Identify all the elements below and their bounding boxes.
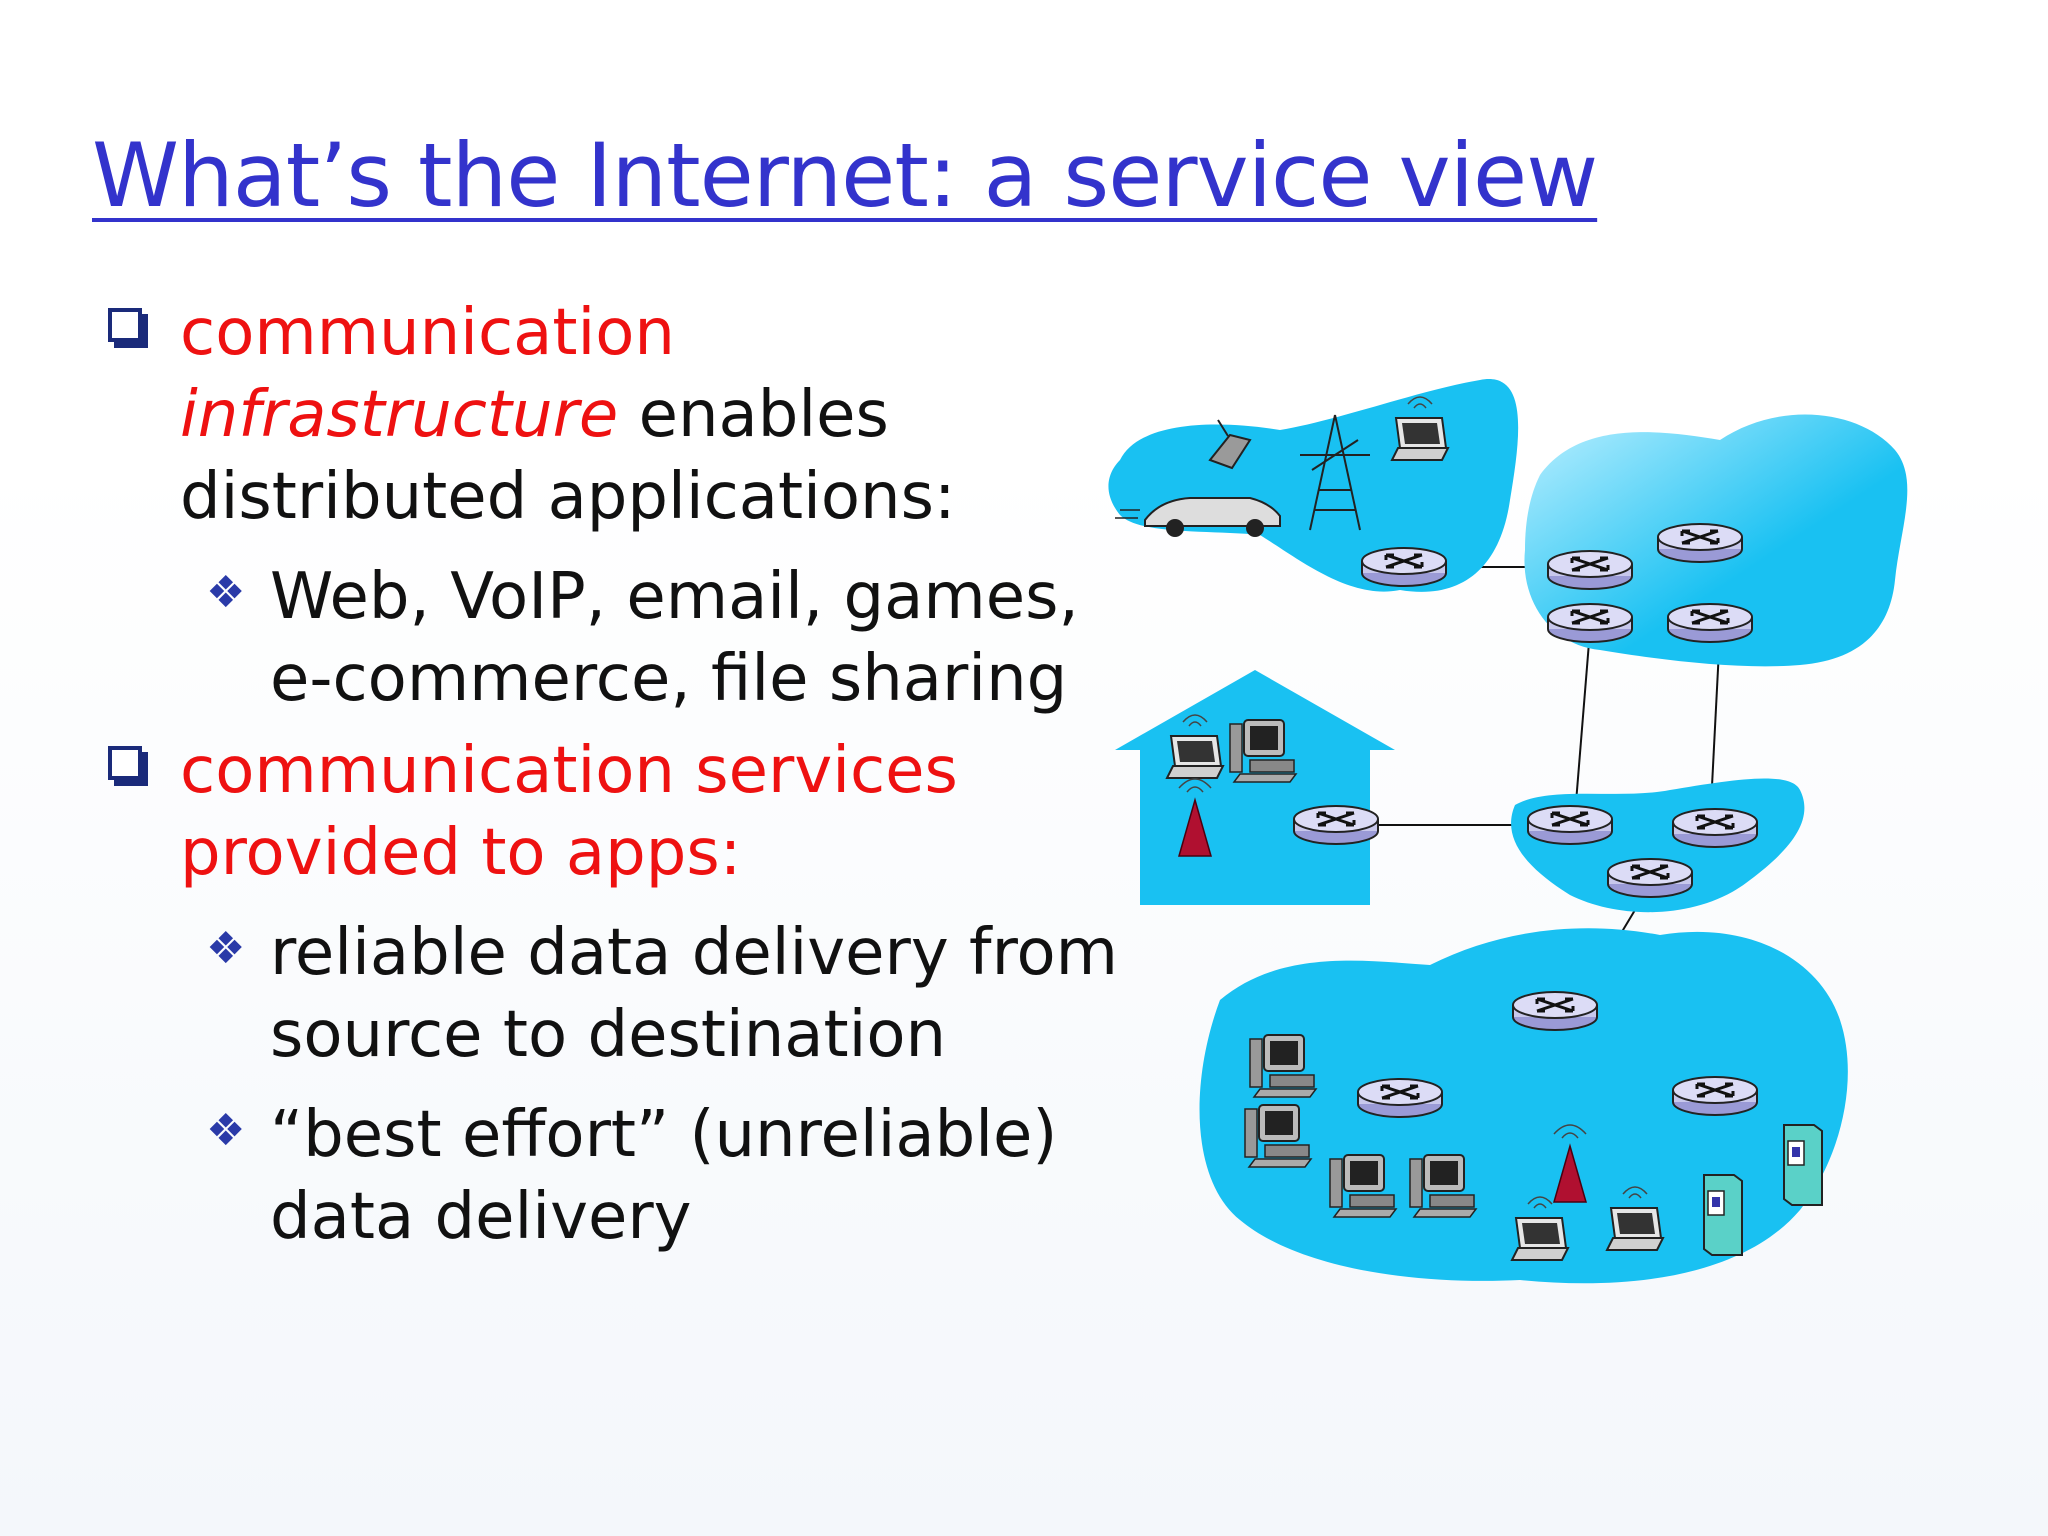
router-icon — [1360, 546, 1448, 588]
router-icon — [1671, 1075, 1759, 1117]
cell-phone-icon — [1208, 419, 1252, 470]
car-icon — [1115, 497, 1281, 537]
radio-tower-icon — [1300, 414, 1370, 531]
router-icon — [1511, 990, 1599, 1032]
bullet-item: communication services provided to apps: — [100, 730, 1120, 894]
sub-bullet-item: ❖ “best effort” (unreliable) data delive… — [100, 1094, 1120, 1258]
router-icon — [1666, 602, 1754, 644]
router-icon — [1356, 1077, 1444, 1119]
router-icon — [1546, 549, 1634, 591]
network-diagram — [1108, 379, 1908, 1284]
sub-bullet-list: ❖ Web, VoIP, email, games, e-commerce, f… — [100, 556, 1120, 720]
square-bullet-icon — [108, 308, 142, 342]
sub-bullet-text: reliable data delivery from source to de… — [270, 916, 1118, 1072]
router-icon — [1656, 522, 1744, 564]
wireless-network-cloud — [1108, 379, 1519, 592]
server-icon — [1703, 1174, 1743, 1256]
router-icon — [1526, 804, 1614, 846]
sub-bullet-text: Web, VoIP, email, games, e-commerce, fil… — [270, 560, 1079, 716]
diamond-bullet-icon: ❖ — [206, 1105, 246, 1156]
router-icon — [1546, 602, 1634, 644]
sub-bullet-item: ❖ Web, VoIP, email, games, e-commerce, f… — [100, 556, 1120, 720]
sub-bullet-list: ❖ reliable data delivery from source to … — [100, 912, 1120, 1258]
bullet-text-highlight-italic: infrastructure — [180, 378, 619, 452]
diamond-bullet-icon: ❖ — [206, 923, 246, 974]
bullet-text-highlight: communication — [180, 296, 675, 370]
bullet-item: communication infrastructure enables dis… — [100, 292, 1120, 538]
router-icon — [1292, 804, 1380, 846]
bullet-text: enables distributed applications: — [180, 378, 956, 534]
home-network — [1115, 670, 1395, 905]
router-icon — [1606, 857, 1694, 899]
router-icon — [1671, 807, 1759, 849]
bullet-list: communication infrastructure enables dis… — [100, 292, 1120, 1268]
slide-title: What’s the Internet: a service view — [92, 124, 1598, 227]
bullet-text-highlight: communication services provided to apps: — [180, 734, 958, 890]
sub-bullet-text: “best effort” (unreliable) data delivery — [270, 1098, 1058, 1254]
diamond-bullet-icon: ❖ — [206, 567, 246, 618]
server-icon — [1783, 1124, 1823, 1206]
square-bullet-icon — [108, 746, 142, 780]
sub-bullet-item: ❖ reliable data delivery from source to … — [100, 912, 1120, 1076]
